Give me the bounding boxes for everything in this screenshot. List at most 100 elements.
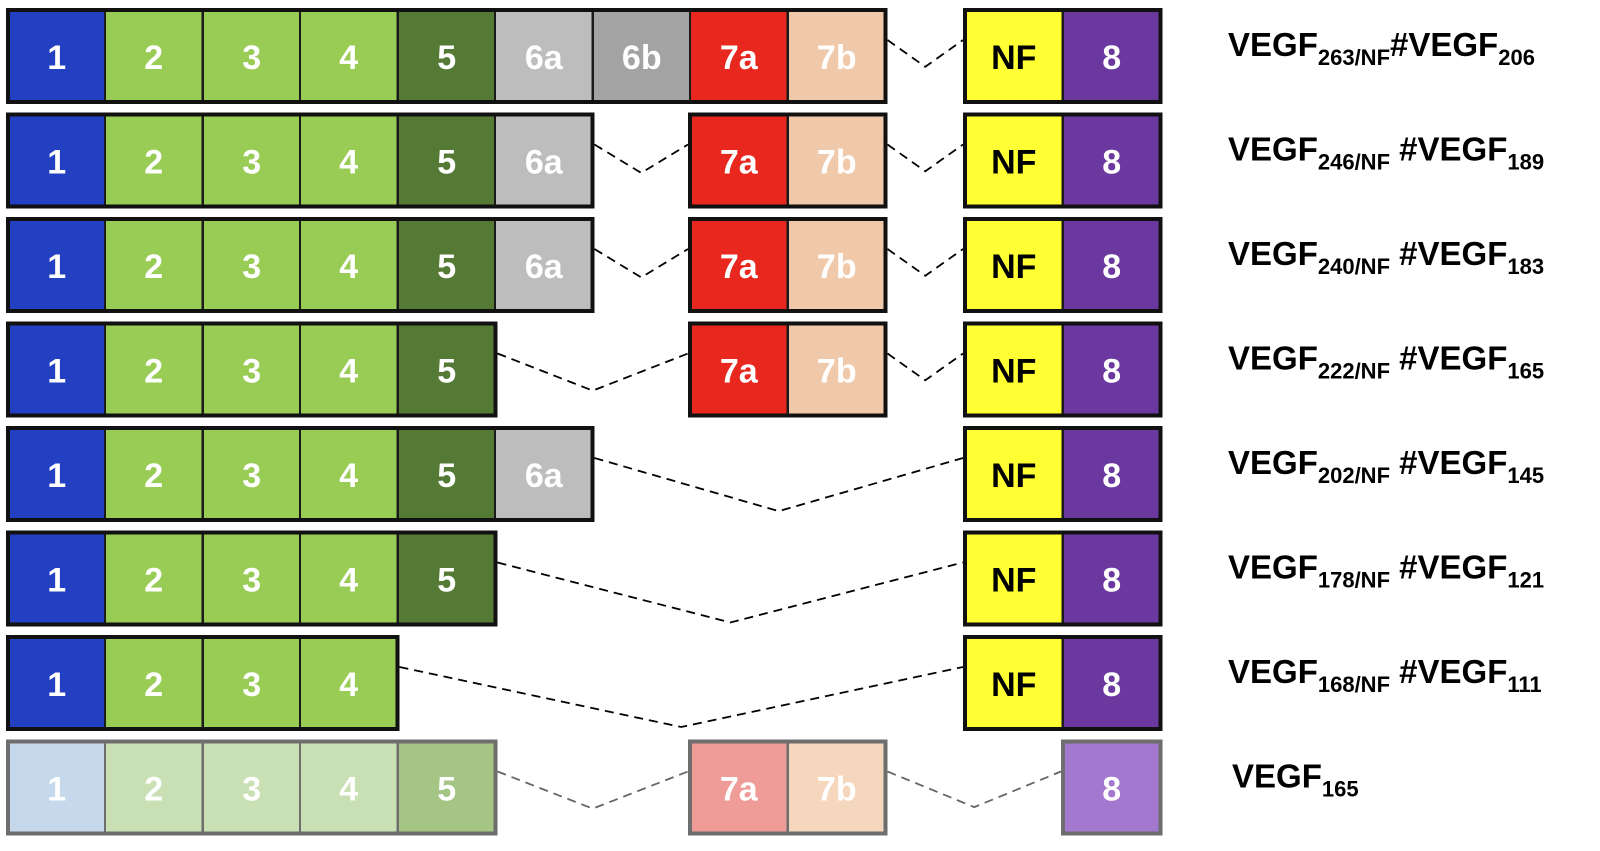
isoform-label-subscript: 165 xyxy=(1507,359,1544,384)
exon-7b xyxy=(787,113,887,208)
exon-label-NF: NF xyxy=(991,353,1036,391)
exon-NF xyxy=(964,427,1064,521)
exon-label-3: 3 xyxy=(242,666,261,704)
exon-label-NF: NF xyxy=(991,562,1036,600)
isoform-label-text: VEGF xyxy=(1228,653,1318,690)
exon-block-outline xyxy=(6,426,595,522)
exon-1 xyxy=(7,427,107,521)
exon-1 xyxy=(7,740,107,835)
exon-6a xyxy=(494,9,594,103)
exon-label-2: 2 xyxy=(144,39,163,77)
exon-8 xyxy=(1062,9,1162,103)
splice-junction-line xyxy=(886,248,964,277)
isoform-label-subscript: 145 xyxy=(1507,463,1544,488)
isoform-label-subscript: 111 xyxy=(1507,672,1541,697)
isoform-label-text: #VEGF xyxy=(1390,235,1507,272)
exon-block-outline xyxy=(6,217,595,313)
exon-label-7a: 7a xyxy=(720,248,759,286)
isoform-label-text: #VEGF xyxy=(1390,26,1498,63)
exon-label-NF: NF xyxy=(991,666,1036,704)
exon-label-1: 1 xyxy=(47,666,66,704)
exon-label-1: 1 xyxy=(47,562,66,600)
splice-junction-line xyxy=(594,248,689,279)
isoform-label: VEGF222/NF #VEGF165 xyxy=(1228,340,1544,384)
exon-1 xyxy=(7,113,107,208)
exon-block-outline xyxy=(688,321,888,418)
exon-block-outline xyxy=(963,635,1163,731)
splice-junction-line xyxy=(886,39,964,68)
exon-7b xyxy=(787,218,887,312)
isoform-label-subscript: 121 xyxy=(1507,568,1544,593)
exon-1 xyxy=(7,9,107,103)
exon-block-outline xyxy=(688,112,888,209)
splice-junction-line xyxy=(497,770,689,810)
exon-label-5: 5 xyxy=(437,144,456,182)
isoform-label-text: #VEGF xyxy=(1390,549,1507,586)
exon-block-outline xyxy=(6,635,400,731)
exon-label-2: 2 xyxy=(144,144,163,182)
exon-label-NF: NF xyxy=(991,457,1036,495)
exon-label-7a: 7a xyxy=(720,353,759,391)
exon-block-outline xyxy=(6,530,498,627)
isoform-label: VEGF263/NF#VEGF206 xyxy=(1228,26,1535,70)
exon-7b xyxy=(787,322,887,417)
exon-block-outline xyxy=(963,8,1163,104)
exon-label-1: 1 xyxy=(47,144,66,182)
exon-label-NF: NF xyxy=(991,39,1036,77)
exon-3 xyxy=(202,427,302,521)
isoform-label: VEGF168/NF #VEGF111 xyxy=(1228,653,1542,697)
exon-label-2: 2 xyxy=(144,562,163,600)
exon-label-7b: 7b xyxy=(817,353,857,391)
isoform-label: VEGF165 xyxy=(1232,758,1359,802)
splice-junction-line xyxy=(594,457,964,513)
exon-label-7a: 7a xyxy=(720,144,759,182)
exon-label-8: 8 xyxy=(1102,562,1121,600)
exon-3 xyxy=(202,113,302,208)
splice-junction-line xyxy=(886,143,964,173)
exon-label-3: 3 xyxy=(242,353,261,391)
exon-2 xyxy=(104,740,204,835)
exon-label-7a: 7a xyxy=(720,771,759,809)
splice-junction-line xyxy=(399,666,964,728)
exon-3 xyxy=(202,636,302,730)
exon-label-3: 3 xyxy=(242,457,261,495)
splice-junction-line xyxy=(497,352,689,392)
exon-label-6a: 6a xyxy=(525,144,564,182)
exon-label-8: 8 xyxy=(1102,144,1121,182)
isoform-label-subscript: 240/NF xyxy=(1318,254,1390,279)
exon-block-outline xyxy=(1061,739,1163,836)
exon-label-1: 1 xyxy=(47,39,66,77)
exon-label-5: 5 xyxy=(437,248,456,286)
exon-label-5: 5 xyxy=(437,353,456,391)
isoform-label-subscript: 178/NF xyxy=(1318,568,1390,593)
splice-junction-line xyxy=(886,352,964,382)
exon-label-4: 4 xyxy=(339,144,358,182)
isoform-label-text: #VEGF xyxy=(1390,653,1507,690)
isoform-label-subscript: 222/NF xyxy=(1318,359,1390,384)
isoform-label-text: VEGF xyxy=(1228,26,1318,63)
exon-label-4: 4 xyxy=(339,771,358,809)
exon-label-1: 1 xyxy=(47,457,66,495)
exon-label-8: 8 xyxy=(1102,457,1121,495)
isoform-label-subscript: 189 xyxy=(1507,150,1544,175)
exon-label-8: 8 xyxy=(1102,771,1121,809)
isoform-label-text: #VEGF xyxy=(1390,444,1507,481)
exon-4 xyxy=(299,113,399,208)
isoform-label-text: VEGF xyxy=(1232,758,1322,795)
isoform-label-subscript: 202/NF xyxy=(1318,463,1390,488)
exon-label-3: 3 xyxy=(242,771,261,809)
exon-label-6b: 6b xyxy=(622,39,662,77)
isoform-label-text: VEGF xyxy=(1228,549,1318,586)
exon-2 xyxy=(104,218,204,312)
exon-block-outline xyxy=(963,217,1163,313)
isoform-label-text: #VEGF xyxy=(1390,340,1507,377)
isoform-label-subscript: 183 xyxy=(1507,254,1544,279)
exon-label-3: 3 xyxy=(242,39,261,77)
exon-4 xyxy=(299,218,399,312)
splice-junction-line xyxy=(497,561,964,624)
exon-block-outline xyxy=(6,8,888,104)
